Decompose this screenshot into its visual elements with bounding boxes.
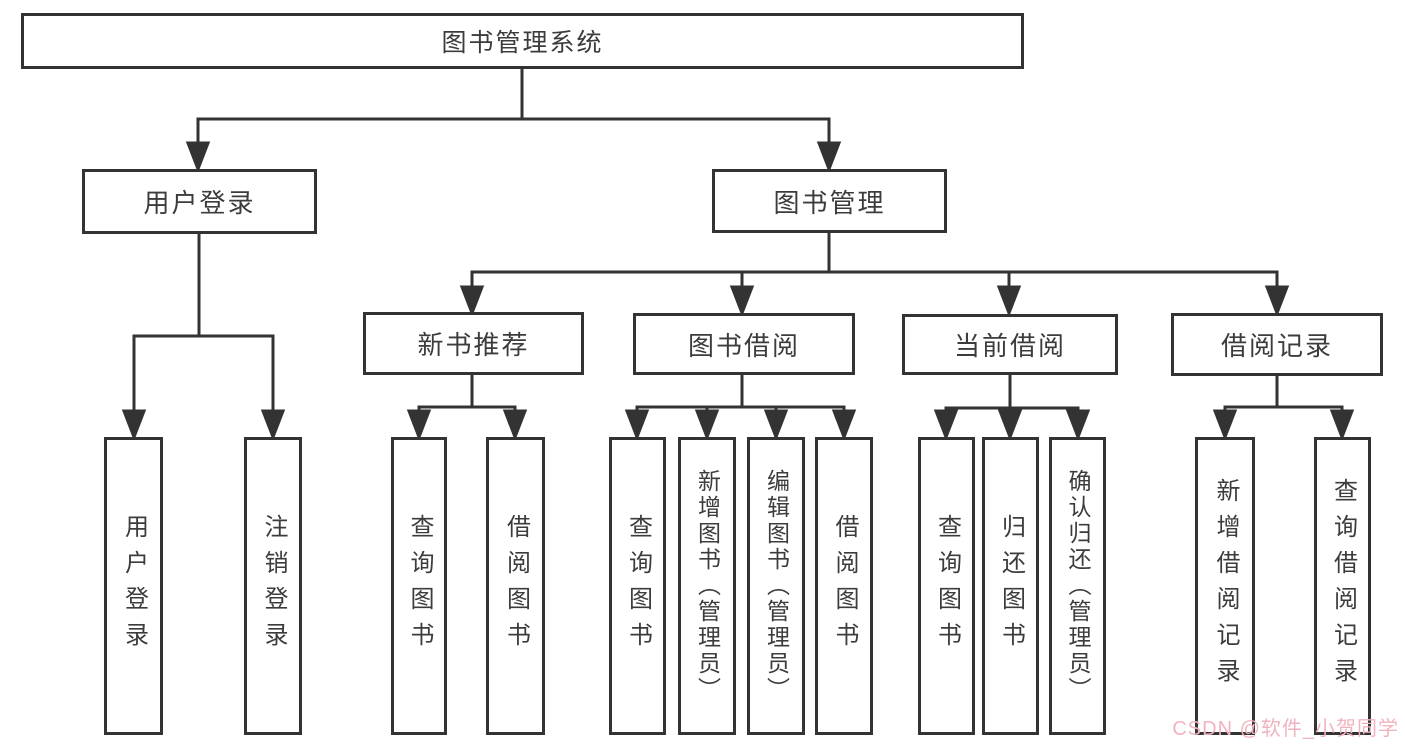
node-leaf-edit-book-admin: 编辑图书（管理员） (747, 437, 805, 735)
node-leaf-query-book-3: 查询图书 (918, 437, 975, 735)
node-label: 新增图书（管理员） (694, 469, 721, 703)
node-label: 查询图书 (624, 514, 652, 658)
node-book-management: 图书管理 (712, 169, 947, 233)
node-label: 注销登录 (260, 514, 287, 658)
node-library-management-system: 图书管理系统 (21, 13, 1024, 69)
node-leaf-query-book-2: 查询图书 (609, 437, 666, 735)
node-leaf-borrow-book-2: 借阅图书 (815, 437, 873, 735)
node-label: 图书借阅 (687, 330, 800, 361)
node-new-book-recommend: 新书推荐 (363, 312, 584, 375)
node-leaf-borrow-book-1: 借阅图书 (486, 437, 545, 735)
node-label: 图书管理 (773, 187, 886, 218)
node-label: 确认归还（管理员） (1065, 469, 1091, 703)
node-leaf-query-book-1: 查询图书 (391, 437, 447, 735)
node-label: 用户登录 (143, 188, 256, 218)
node-leaf-query-borrow-record: 查询借阅记录 (1314, 437, 1371, 735)
node-label: 新增借阅记录 (1212, 478, 1239, 694)
node-label: 借阅图书 (831, 514, 858, 658)
node-leaf-user-login: 用户登录 (104, 437, 163, 735)
node-label: 查询图书 (406, 514, 433, 658)
node-leaf-return-book: 归还图书 (982, 437, 1039, 735)
node-label: 查询图书 (933, 514, 961, 658)
node-label: 编辑图书（管理员） (763, 469, 790, 703)
node-leaf-confirm-return-admin: 确认归还（管理员） (1049, 437, 1106, 735)
node-label: 借阅图书 (502, 514, 530, 658)
node-leaf-add-borrow-record: 新增借阅记录 (1195, 437, 1255, 735)
node-label: 归还图书 (997, 514, 1025, 658)
node-label: 新书推荐 (417, 330, 530, 360)
node-label: 借阅记录 (1220, 331, 1333, 361)
node-label: 查询借阅记录 (1329, 478, 1357, 694)
node-leaf-add-book-admin: 新增图书（管理员） (678, 437, 736, 735)
node-borrow-records: 借阅记录 (1171, 313, 1383, 376)
node-book-borrow: 图书借阅 (633, 313, 855, 375)
node-current-borrow: 当前借阅 (902, 314, 1118, 375)
node-label: 图书管理系统 (441, 29, 604, 57)
node-label: 当前借阅 (953, 331, 1066, 361)
node-label: 用户登录 (120, 514, 148, 658)
node-leaf-logout: 注销登录 (244, 437, 302, 735)
node-user-login: 用户登录 (82, 169, 317, 234)
